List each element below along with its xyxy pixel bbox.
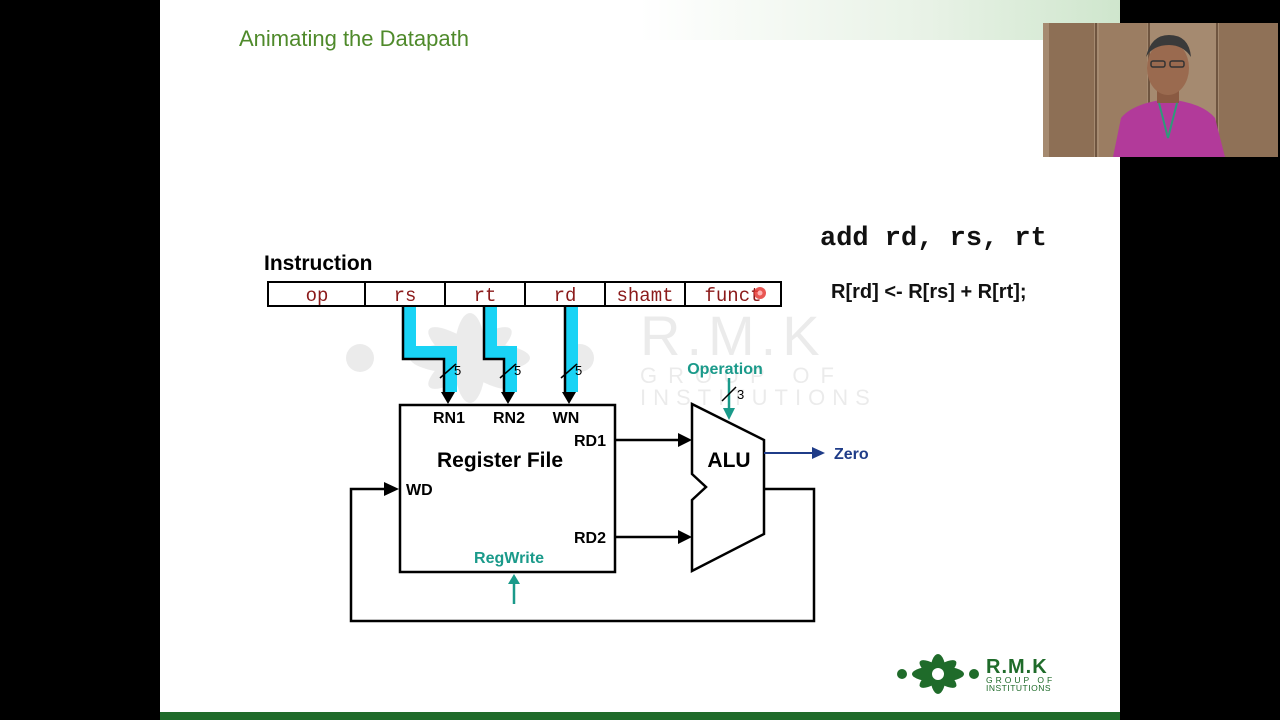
rd2-label: RD2	[574, 530, 606, 547]
regwrite-label: RegWrite	[474, 550, 544, 567]
rmk-emblem-icon	[897, 654, 979, 694]
alu-label: ALU	[707, 449, 750, 472]
logo-name: R.M.K	[986, 656, 1048, 678]
rmk-logo-graphic: R.M.K GROUP OF INSTITUTIONS	[897, 654, 1055, 694]
alu-result-feedback-wire	[349, 482, 816, 623]
slide-footer-bar	[160, 712, 1120, 720]
register-file-title: Register File	[437, 449, 563, 472]
field-shamt: shamt	[616, 285, 673, 307]
watermark-line1: GROUP OF	[640, 363, 845, 388]
logo-line1: GROUP OF	[986, 675, 1055, 685]
rn2-label: RN2	[493, 410, 525, 427]
watermark-line2: INSTITUTIONS	[640, 385, 877, 410]
presenter-figure	[1043, 23, 1278, 157]
regwrite-arrow	[508, 574, 520, 604]
logo-line2: INSTITUTIONS	[986, 683, 1051, 693]
rd2-to-alu-arrow	[615, 530, 692, 544]
field-rt: rt	[474, 285, 497, 307]
field-rd: rd	[554, 285, 577, 307]
slide: Animating the Datapath R.M.K GROUP OF IN…	[160, 0, 1120, 720]
wn-width: 5	[575, 363, 582, 378]
watermark-emblem	[346, 313, 594, 403]
bus-highlights	[402, 307, 578, 392]
operation-width: 3	[737, 387, 744, 402]
bus-arrowheads	[441, 392, 576, 404]
field-op: op	[306, 285, 329, 307]
register-file-box	[398, 403, 617, 574]
instruction-rtl: R[rd] <- R[rs] + R[rt];	[831, 281, 1027, 303]
slide-header-gradient	[640, 0, 1120, 40]
zero-label: Zero	[834, 446, 869, 463]
rn1-label: RN1	[433, 410, 465, 427]
laser-pointer-icon	[754, 287, 766, 299]
alu-shape	[690, 401, 766, 574]
field-rs: rs	[394, 285, 417, 307]
bus-width-ticks	[439, 363, 578, 379]
bus-wires	[401, 307, 567, 392]
field-funct: funct	[704, 285, 761, 307]
rn1-width: 5	[454, 363, 461, 378]
operation-arrow	[721, 378, 737, 420]
wn-label: WN	[553, 410, 580, 427]
rd1-label: RD1	[574, 433, 606, 450]
operation-label: Operation	[687, 361, 763, 378]
slide-title: Animating the Datapath	[239, 26, 469, 51]
datapath-diagram: R.M.K GROUP OF INSTITUTIONS Instruction …	[264, 252, 877, 623]
instruction-label: Instruction	[264, 252, 373, 275]
zero-arrow	[764, 447, 825, 459]
rmk-logo: R.M.K GROUP OF INSTITUTIONS	[896, 652, 1076, 698]
instruction-assembly: add rd, rs, rt	[820, 224, 1047, 254]
instruction-fields: op rs rt rd shamt funct	[267, 281, 782, 307]
rd1-to-alu-arrow	[615, 433, 692, 447]
rn2-width: 5	[514, 363, 521, 378]
presenter-webcam	[1043, 23, 1278, 157]
wd-label: WD	[406, 482, 433, 499]
watermark-name: R.M.K	[640, 304, 826, 367]
